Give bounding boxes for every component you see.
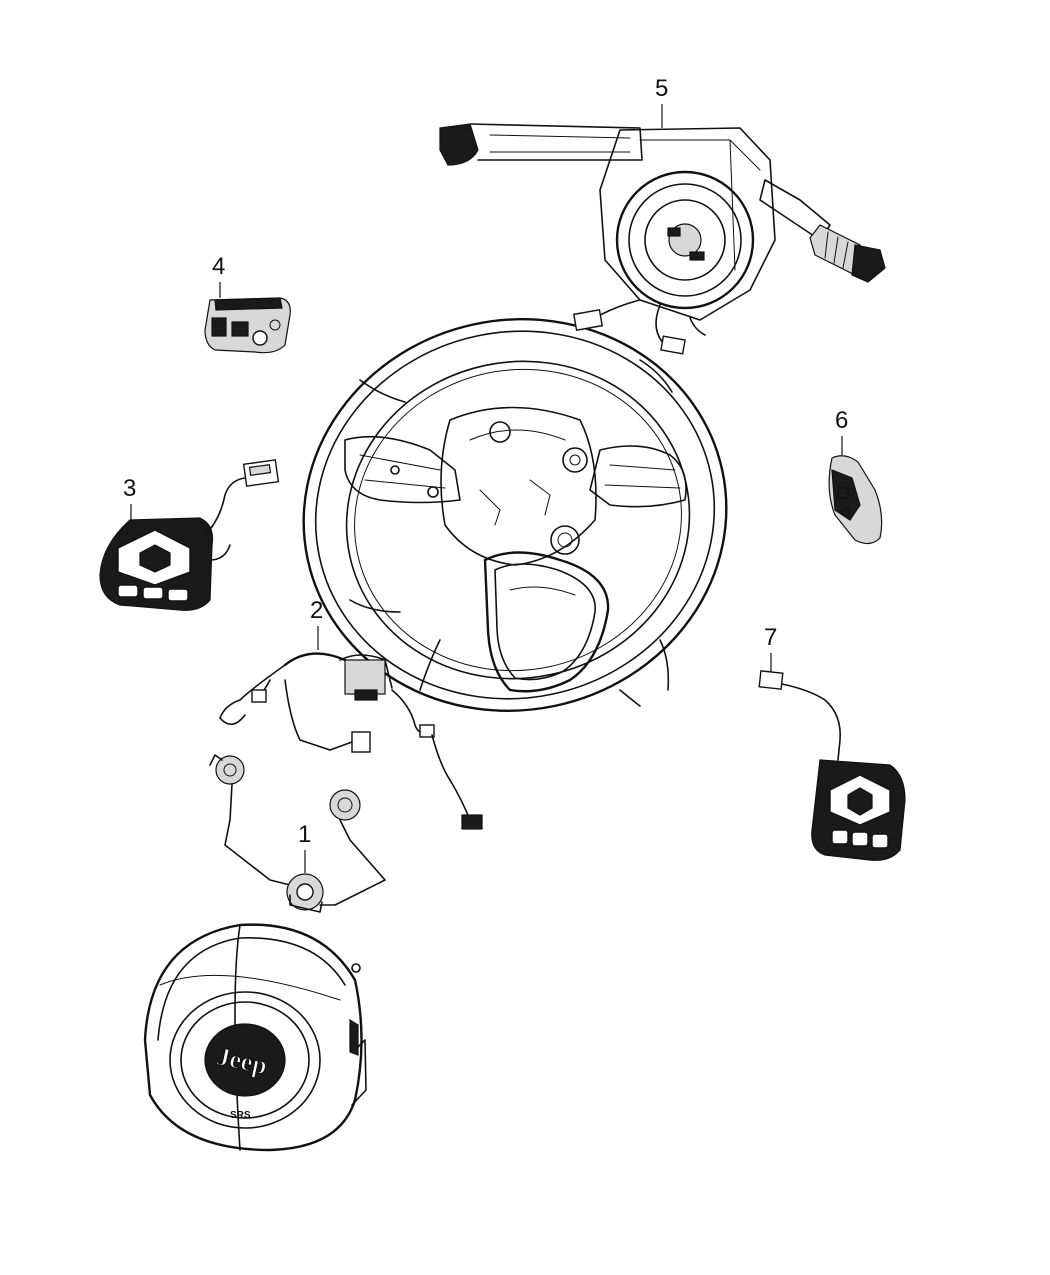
callout-number-1: 1 (298, 821, 311, 848)
callout-4: 4 (212, 253, 225, 298)
airbag-badge-text: SRS (230, 1110, 251, 1121)
callout-3: 3 (123, 475, 136, 520)
callout-number-2: 2 (310, 597, 323, 624)
callout-number-3: 3 (123, 475, 136, 502)
left-switch-with-cable (99, 459, 280, 611)
clockspring-harness (209, 754, 386, 913)
callout-6: 6 (835, 407, 848, 455)
airbag-module: Jeep SRS (143, 923, 367, 1152)
callout-1: 1 (298, 821, 311, 873)
paddle-switch (828, 455, 883, 545)
callout-number-6: 6 (835, 407, 848, 434)
small-switch-module (204, 297, 291, 354)
steering-wheel (302, 318, 728, 712)
callout-5: 5 (655, 75, 668, 128)
right-switch-with-cable (758, 670, 906, 861)
multifunction-switch-assembly (439, 123, 886, 355)
callout-2: 2 (310, 597, 323, 650)
callout-number-4: 4 (212, 253, 225, 280)
callout-number-7: 7 (764, 624, 777, 651)
callout-number-5: 5 (655, 75, 668, 102)
callout-7: 7 (764, 624, 777, 672)
wiring-harness (219, 652, 483, 830)
